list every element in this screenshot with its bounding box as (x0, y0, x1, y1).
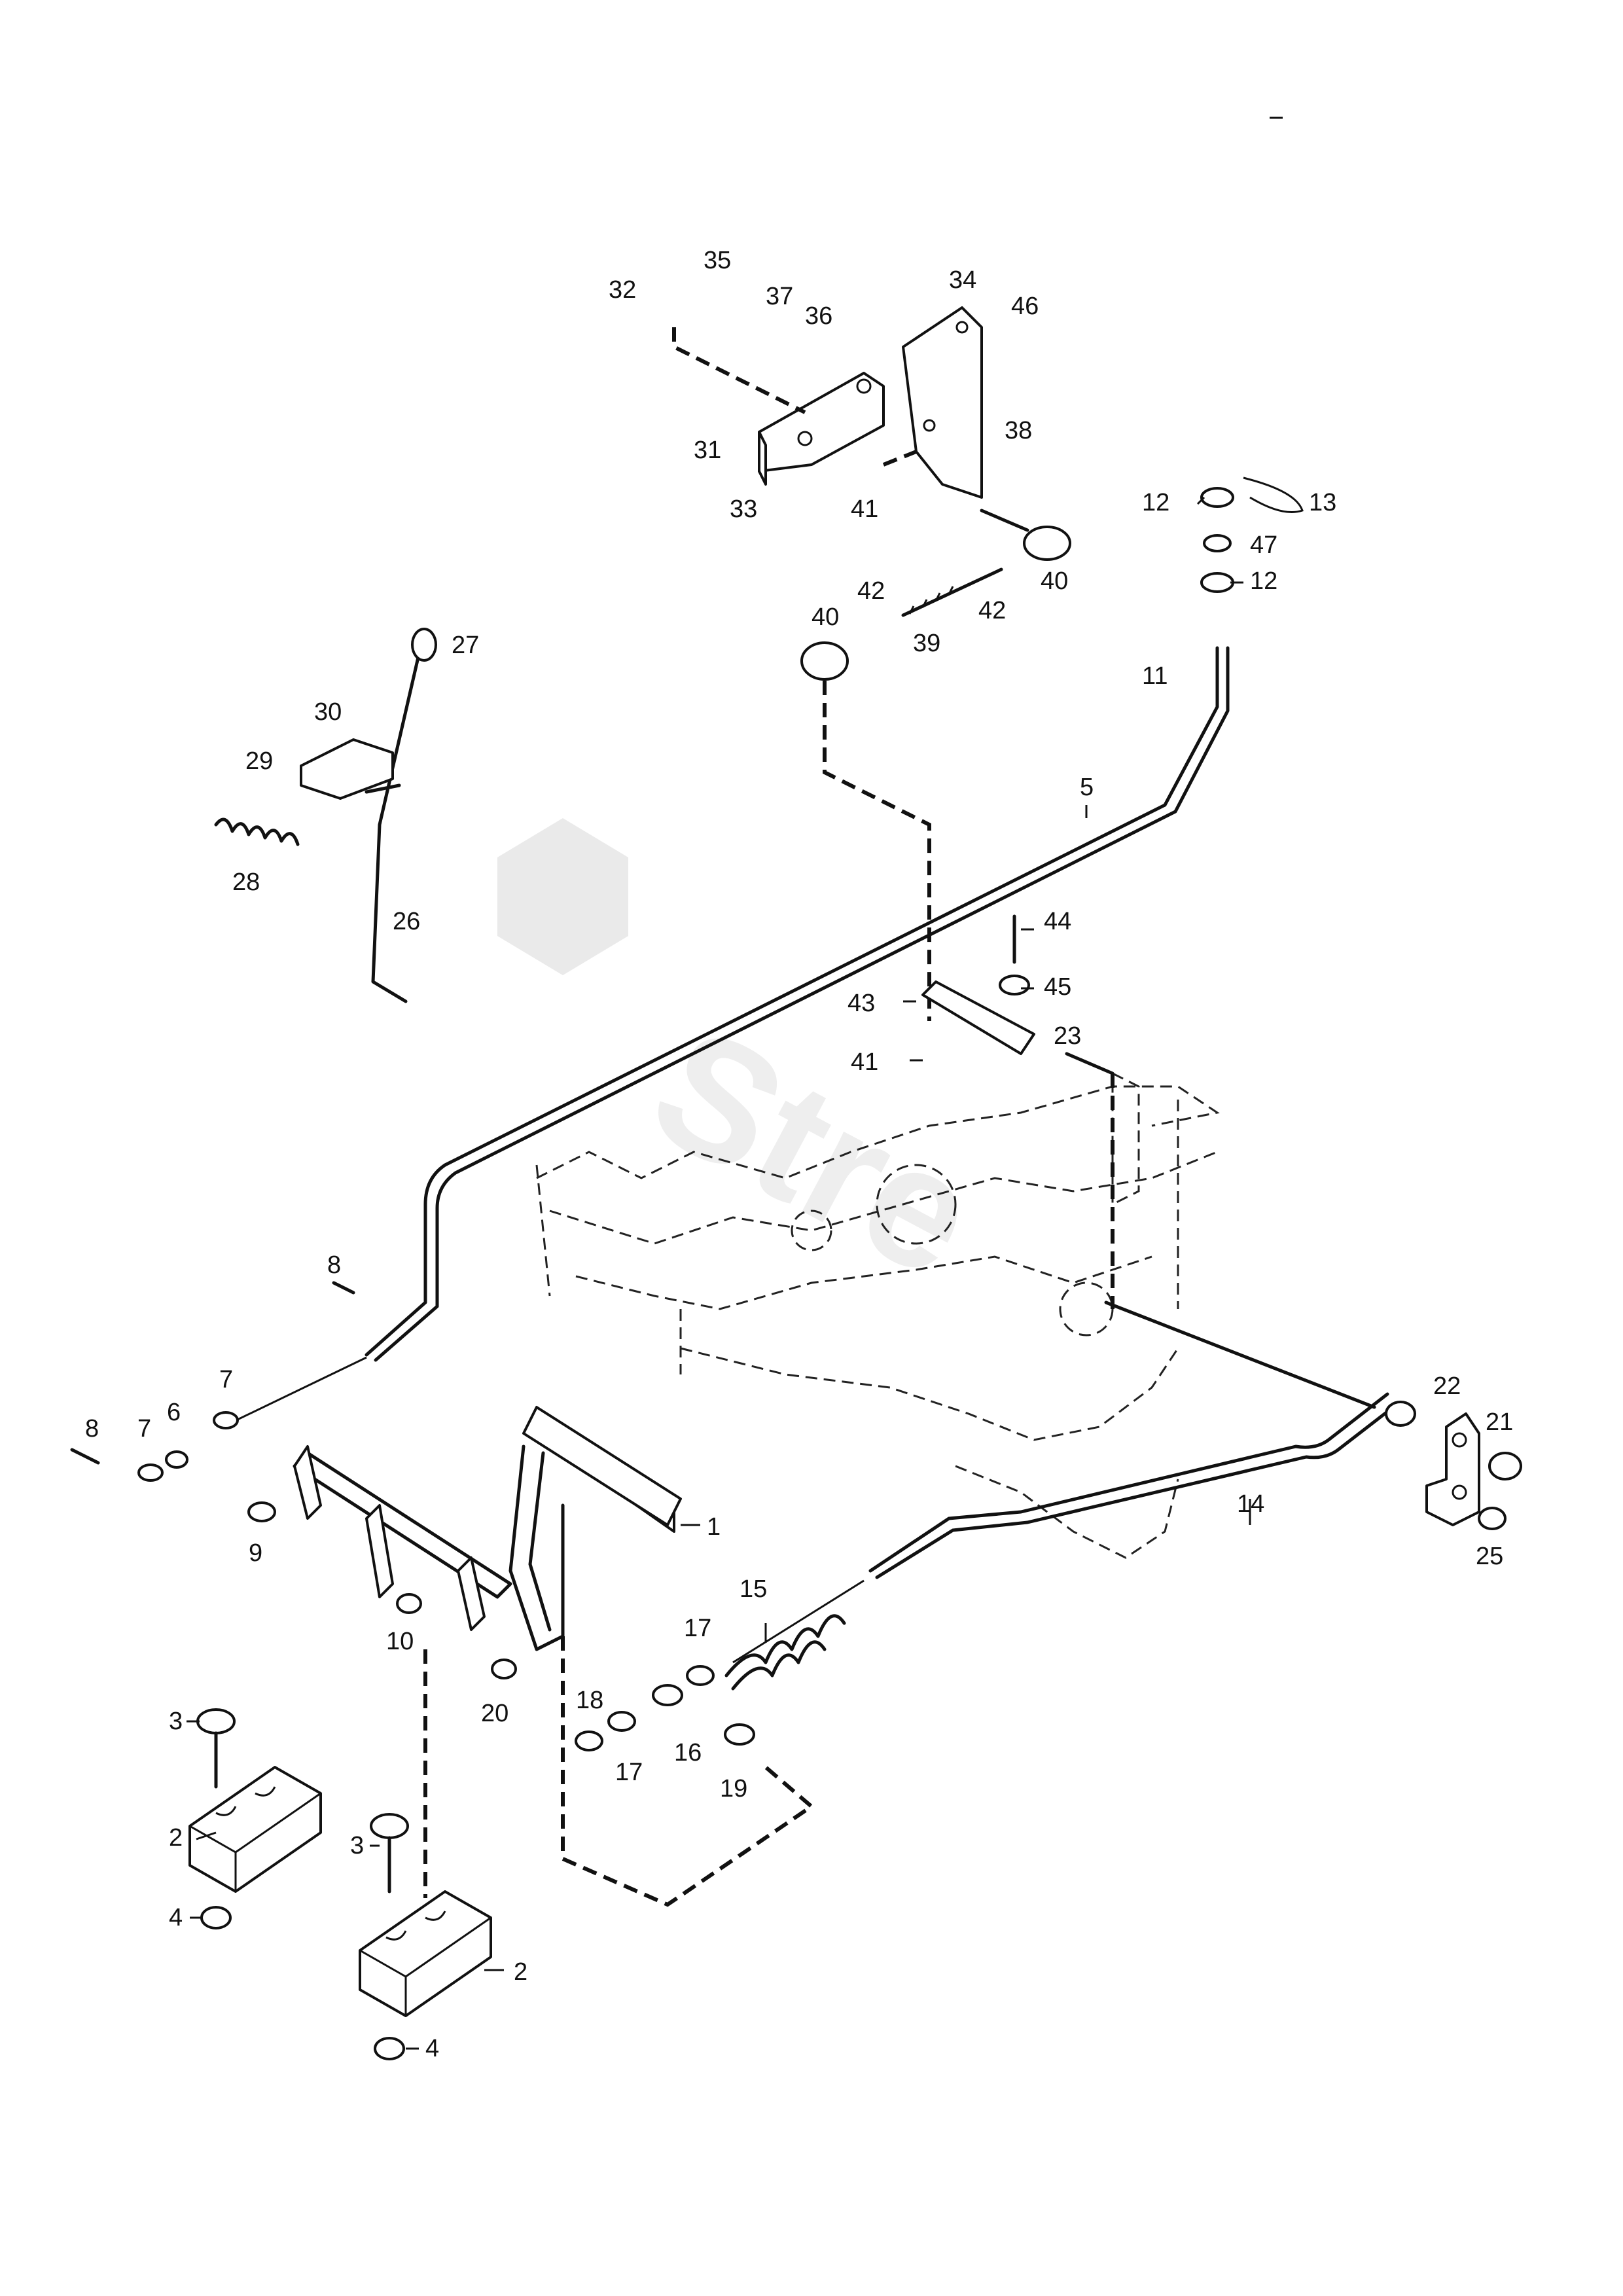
label-17-a: 17 (684, 1615, 711, 1642)
bracket-29 (300, 738, 394, 800)
label-38: 38 (1005, 417, 1032, 444)
label-45: 45 (1044, 973, 1071, 1001)
label-29: 29 (245, 747, 273, 775)
label-40-b: 40 (812, 603, 839, 631)
label-32: 32 (609, 276, 636, 304)
label-35: 35 (704, 247, 731, 274)
part-labels: 1 2 2 3 3 4 4 5 6 7 7 8 8 9 10 11 12 12 … (85, 247, 1513, 2062)
label-7-a: 7 (219, 1366, 233, 1393)
small-fasteners-left (70, 1281, 517, 1679)
label-44: 44 (1044, 908, 1071, 935)
washers-12-47 (1200, 487, 1234, 593)
label-18: 18 (576, 1687, 603, 1714)
label-4-right: 4 (425, 2035, 439, 2062)
plate-43 (921, 980, 1035, 1055)
label-8-b: 8 (85, 1415, 99, 1443)
label-5: 5 (1080, 774, 1094, 801)
bolt-23 (1065, 1052, 1115, 1075)
label-41-b: 41 (851, 1049, 878, 1076)
spring-28 (214, 817, 300, 846)
nut-25 (1478, 1507, 1507, 1530)
label-2-left: 2 (169, 1824, 183, 1852)
label-8-a: 8 (327, 1251, 341, 1279)
label-13: 13 (1309, 489, 1336, 516)
ball-joint-40-lower (800, 641, 849, 681)
label-36: 36 (805, 302, 832, 330)
fastener-21 (1488, 1452, 1522, 1480)
label-31: 31 (694, 437, 721, 464)
label-47: 47 (1250, 531, 1277, 559)
label-10: 10 (386, 1628, 414, 1655)
pedal-1 (293, 1406, 682, 1651)
block-2-right (359, 1890, 492, 2017)
label-1: 1 (707, 1513, 721, 1541)
bolt-44 (999, 914, 1030, 996)
leader-lines (187, 117, 1283, 2050)
linkage-dashed (561, 1636, 815, 1907)
plate-34 (902, 306, 983, 499)
label-3-left: 3 (169, 1708, 183, 1735)
label-42-b: 42 (978, 597, 1006, 624)
label-15: 15 (740, 1575, 767, 1603)
label-37: 37 (766, 283, 793, 310)
rod-14 (732, 1300, 1399, 1664)
block-2-left (188, 1766, 322, 1893)
label-26: 26 (393, 908, 420, 935)
spring-15 (724, 1614, 846, 1691)
bolt-3-right (370, 1813, 409, 1893)
label-9: 9 (249, 1539, 262, 1567)
label-25: 25 (1476, 1543, 1503, 1570)
label-22: 22 (1433, 1372, 1461, 1400)
bracket-22 (1385, 1401, 1480, 1526)
rod-39 (901, 567, 1003, 617)
label-34: 34 (949, 266, 976, 294)
label-30: 30 (314, 698, 342, 726)
clip-13 (1243, 476, 1304, 513)
washers-16-19 (575, 1665, 755, 1751)
label-46: 46 (1011, 293, 1039, 320)
label-6: 6 (167, 1399, 181, 1426)
nut-4-left (200, 1906, 232, 1929)
label-16: 16 (674, 1739, 702, 1767)
label-40-a: 40 (1041, 567, 1068, 595)
label-4-left: 4 (169, 1904, 183, 1931)
label-14: 14 (1237, 1490, 1264, 1518)
label-33: 33 (730, 495, 757, 523)
label-7-b: 7 (137, 1415, 151, 1443)
bolt-3-left (196, 1708, 236, 1789)
label-28: 28 (232, 869, 260, 896)
link-dashed-upper (882, 450, 918, 467)
label-20: 20 (481, 1700, 508, 1727)
label-2-right: 2 (514, 1958, 527, 1986)
bracket-31 (758, 372, 885, 486)
label-3-right: 3 (350, 1832, 364, 1859)
label-11: 11 (1142, 662, 1168, 690)
label-39: 39 (913, 630, 940, 657)
label-12-a: 12 (1142, 489, 1169, 516)
rod-5 (222, 646, 1230, 1428)
label-43: 43 (847, 990, 875, 1017)
label-19: 19 (720, 1775, 747, 1803)
bolt-32-path (672, 327, 806, 414)
lever-26 (365, 628, 437, 1003)
label-17-b: 17 (615, 1759, 643, 1786)
label-12-b: 12 (1250, 567, 1277, 595)
ball-joint-40-upper (980, 509, 1071, 561)
label-27: 27 (452, 632, 479, 659)
watermark-text: Stre (624, 990, 1006, 1314)
label-23: 23 (1054, 1022, 1081, 1050)
nut-4-right (374, 2037, 405, 2060)
label-41-a: 41 (851, 495, 878, 523)
label-21: 21 (1486, 1408, 1513, 1436)
rod-39-dashed (823, 681, 931, 1021)
label-42-a: 42 (857, 577, 885, 605)
